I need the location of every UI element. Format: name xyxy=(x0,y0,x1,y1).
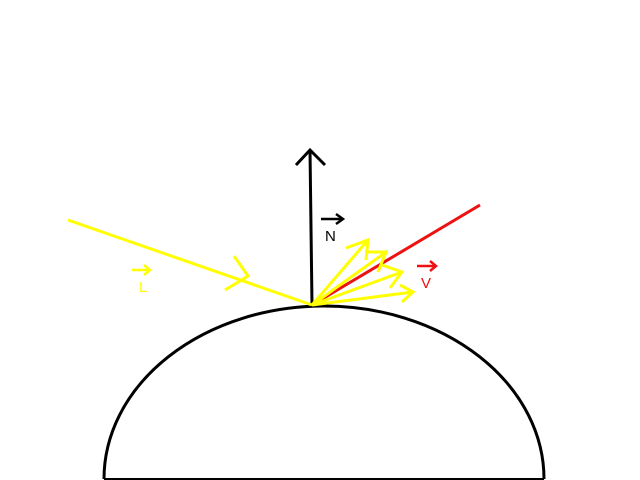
light-label-text: L xyxy=(139,279,147,296)
reflected-ray xyxy=(311,250,389,307)
reflected-rays xyxy=(310,237,416,307)
view-vector xyxy=(311,203,481,307)
light-ray xyxy=(67,218,313,307)
hemisphere-surface xyxy=(102,304,546,480)
arrow-right-icon xyxy=(417,260,438,272)
reflected-ray xyxy=(311,283,416,307)
arrow-right-icon xyxy=(321,212,346,226)
arrow-right-icon xyxy=(132,264,152,276)
normal-vector xyxy=(294,147,327,306)
view-label-text: V xyxy=(421,275,431,292)
light-label: L xyxy=(132,264,152,296)
normal-label: N xyxy=(321,212,346,245)
view-label: V xyxy=(417,260,438,292)
reflected-ray xyxy=(311,263,405,307)
normal-label-text: N xyxy=(325,228,336,245)
